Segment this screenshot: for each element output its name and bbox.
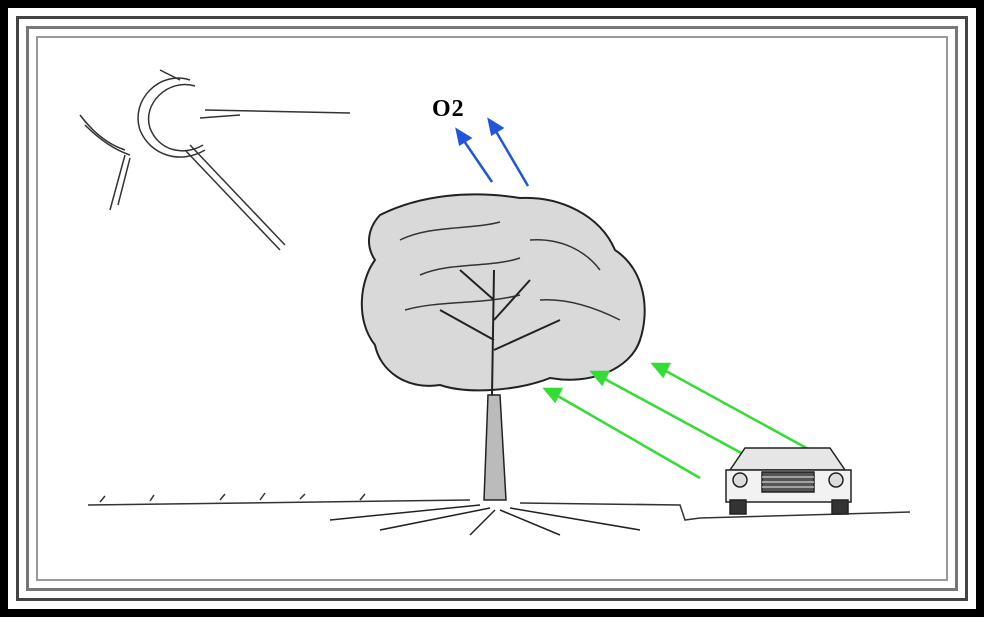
tree-icon	[330, 194, 645, 535]
oxygen-arrows	[457, 120, 528, 186]
oxygen-label: O2	[432, 96, 465, 123]
car-icon	[726, 448, 851, 514]
sun-icon	[80, 70, 350, 250]
